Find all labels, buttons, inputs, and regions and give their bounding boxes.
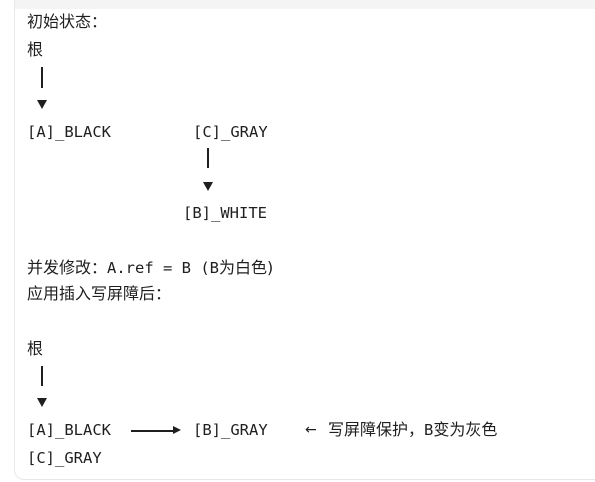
a-to-b-arrow-head-icon [173, 426, 181, 434]
node-b-gray-after: [B]_GRAY [193, 421, 268, 439]
root-label: 根 [27, 40, 44, 59]
concurrent-code: A.ref = B (B [107, 259, 219, 277]
a-to-b-arrow-line [131, 430, 173, 432]
c-arrow-down-icon [203, 182, 213, 191]
node-a-black: [A]_BLACK [27, 123, 111, 141]
node-b-white: [B]_WHITE [183, 204, 267, 222]
c-connector-line [207, 148, 209, 168]
barrier-heading: 应用插入写屏障后： [27, 284, 172, 303]
concurrent-prefix: 并发修改： [27, 258, 108, 277]
initial-state-heading: 初始状态： [27, 12, 108, 31]
node-c-gray: [C]_GRAY [193, 123, 268, 141]
root-label-after: 根 [27, 339, 44, 358]
left-arrow-icon: ← [305, 422, 317, 438]
code-block-header [15, 0, 595, 9]
node-a-black-after: [A]_BLACK [27, 421, 111, 439]
root-connector-line [41, 67, 43, 88]
barrier-note-cn: 写屏障保护， [328, 420, 425, 439]
root-arrow-down-icon-after [37, 398, 47, 407]
concurrent-modification-line: 并发修改：A.ref = B (B为白色) [27, 258, 273, 279]
barrier-note-b: B [424, 421, 434, 439]
root-arrow-down-icon [37, 100, 47, 109]
barrier-note: 写屏障保护，B变为灰色 [328, 420, 497, 440]
code-block: 初始状态： 根 [A]_BLACK [C]_GRAY [B]_WHITE 并发修… [14, 0, 595, 480]
node-c-gray-after: [C]_GRAY [27, 449, 102, 467]
concurrent-suffix: 为白色) [219, 258, 274, 277]
root-connector-line-after [41, 366, 43, 386]
barrier-note-tail: 变为灰色 [433, 420, 498, 439]
